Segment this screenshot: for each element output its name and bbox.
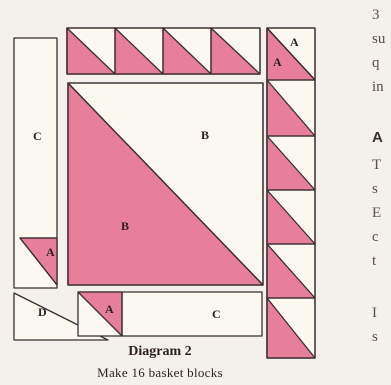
side-text-line-6: s [372, 181, 378, 197]
label-d: D [38, 305, 47, 319]
diagram-caption-title: Diagram 2 [128, 344, 192, 359]
label-c-bottom: C [212, 307, 221, 321]
label-a-left: A [46, 245, 55, 259]
label-a-bottom: A [105, 302, 114, 316]
label-a-right-lower: A [273, 55, 282, 69]
right-triangle-strip [266, 27, 316, 359]
side-text-heading: A [372, 129, 383, 146]
side-text-line-7: E [372, 205, 382, 221]
side-text-line-8: c [372, 229, 379, 245]
label-b-upper: B [201, 128, 209, 142]
side-text-line-9: t [372, 253, 377, 269]
top-triangle-strip [66, 27, 261, 75]
left-strip-c [13, 37, 58, 289]
side-text-line-10: I [372, 305, 377, 321]
label-c-left: C [33, 129, 42, 143]
side-text-line-11: s [372, 329, 378, 345]
side-text-line-4: in [372, 79, 384, 95]
label-b-lower: B [121, 219, 129, 233]
side-text-line-3: q [372, 55, 380, 71]
side-text-line-1: 3 [372, 7, 380, 23]
side-text-line-5: T [372, 157, 382, 173]
label-a-top-right: A [290, 35, 299, 49]
bottom-strip-c [77, 291, 263, 337]
center-square-b [67, 82, 264, 286]
diagram-caption-subtitle: Make 16 basket blocks [97, 365, 223, 379]
side-text-line-2: su [372, 31, 386, 47]
